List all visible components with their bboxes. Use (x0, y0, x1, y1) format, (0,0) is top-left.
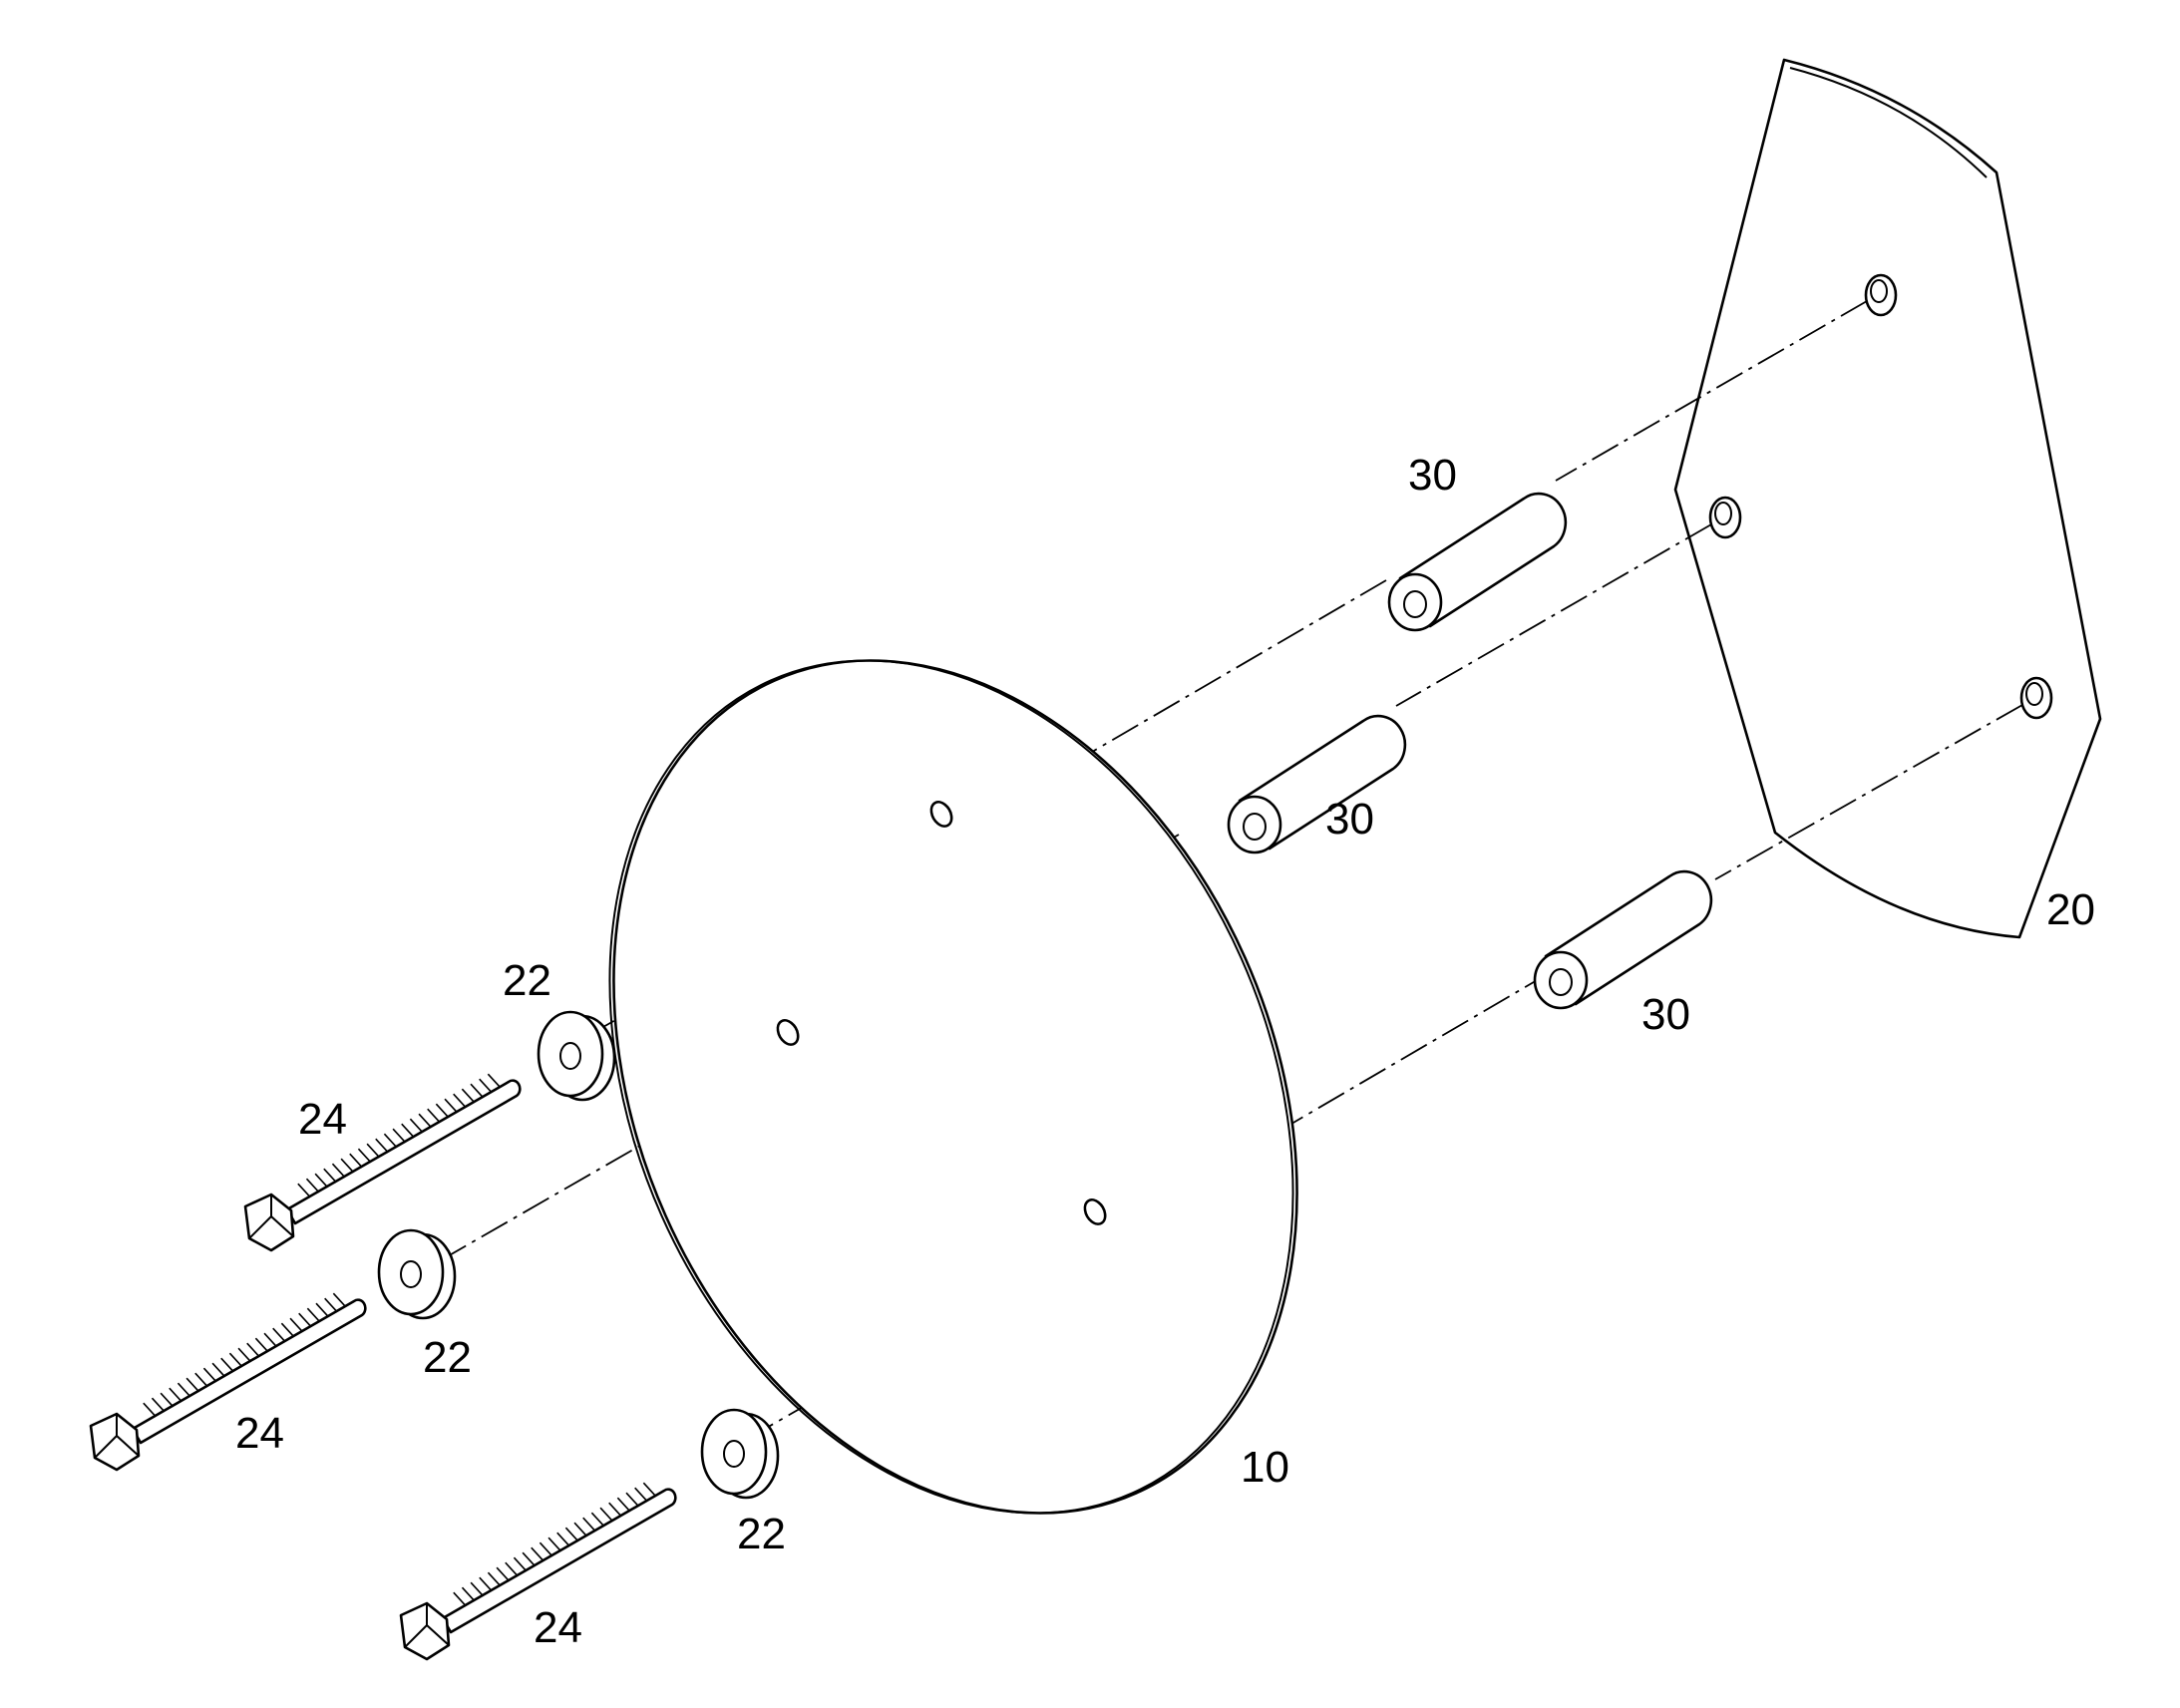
washer-middle (377, 1228, 457, 1320)
mounting-plate (1673, 58, 2102, 939)
callout-washer-top: 22 (503, 956, 551, 1005)
callout-spacer-top: 30 (1408, 451, 1457, 500)
spacer-top (1387, 492, 1568, 632)
callout-spacer-middle: 30 (1325, 795, 1374, 844)
plate-hole-bottom (2019, 676, 2053, 720)
callout-washer-middle: 22 (423, 1333, 472, 1382)
bolt-bottom (399, 1482, 677, 1661)
callout-disc: 10 (1241, 1443, 1289, 1492)
callout-bolt-top: 24 (298, 1095, 347, 1144)
callout-labels: 10 20 30 30 30 22 22 22 24 24 24 (235, 451, 2095, 1652)
washer-top (537, 1010, 616, 1102)
callout-spacer-bottom: 30 (1641, 990, 1690, 1039)
callout-bolt-middle: 24 (235, 1409, 284, 1458)
callout-washer-bottom: 22 (737, 1510, 786, 1558)
spacer-middle (1227, 714, 1407, 854)
plate-hole-middle (1708, 496, 1742, 539)
disc (608, 659, 1298, 1515)
washer-bottom (700, 1408, 780, 1500)
spacer-bottom (1533, 869, 1713, 1010)
bolt-top (243, 1073, 522, 1252)
plate-hole-top (1864, 273, 1898, 317)
callout-plate: 20 (2046, 885, 2095, 934)
callout-bolt-bottom: 24 (534, 1603, 582, 1652)
bolt-middle (89, 1292, 367, 1472)
